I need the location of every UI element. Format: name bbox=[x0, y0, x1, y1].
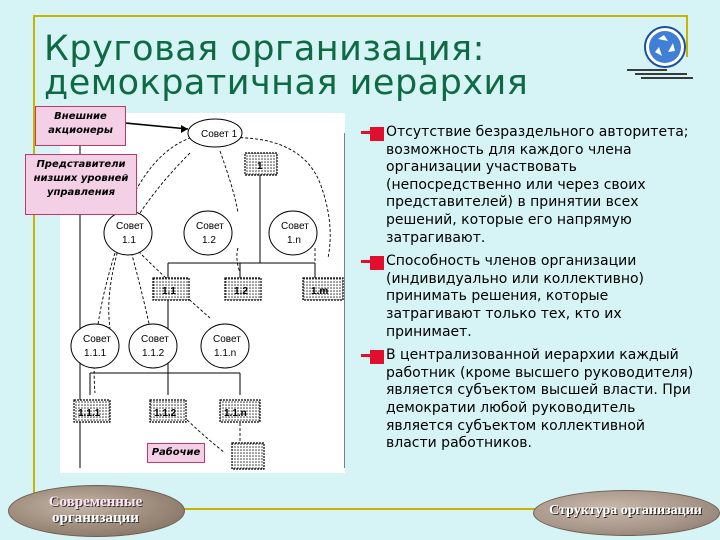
worker-box bbox=[231, 442, 265, 470]
bullet-text: Отсутствие безраздельного авторитета; во… bbox=[386, 124, 689, 246]
external-shareholders-callout: Внешние акционеры bbox=[35, 106, 126, 146]
board-1-n-number: 1.n bbox=[287, 235, 301, 246]
modern-organizations-button[interactable] bbox=[8, 485, 185, 537]
unit-box-1-1-2 bbox=[149, 399, 187, 423]
bullet-text: В централизованной иерархии каждый работ… bbox=[386, 347, 694, 452]
unit-box-1-1 bbox=[152, 277, 190, 301]
board-1-label: Совет 1 bbox=[201, 129, 238, 140]
modern-organizations-line-2: организации bbox=[52, 510, 139, 526]
modern-organizations-label[interactable]: Современные организации bbox=[8, 494, 183, 526]
curved-arrow bbox=[219, 137, 331, 259]
unit-box-1-1-n bbox=[219, 399, 261, 423]
unit-box-1-m-label: 1.m bbox=[311, 286, 328, 297]
board-1-2-number: 1.2 bbox=[202, 235, 216, 246]
red-square-bullet-icon bbox=[361, 350, 384, 365]
board-1-1-label: Совет bbox=[116, 221, 144, 232]
recycle-globe-icon bbox=[627, 25, 695, 80]
board-1-2-label: Совет bbox=[196, 221, 224, 232]
curved-arrow bbox=[179, 412, 226, 454]
modern-organizations-line-1: Современные bbox=[48, 494, 143, 510]
bullet-text: Способность членов организации (индивиду… bbox=[386, 253, 645, 340]
board-1-1-2-ellipse bbox=[128, 323, 178, 369]
slide-title-line-2: демократичная иерархия bbox=[44, 63, 529, 103]
unit-box-1-2 bbox=[224, 277, 262, 301]
board-1-1-ellipse bbox=[103, 210, 153, 256]
unit-box-1 bbox=[244, 152, 278, 176]
organization-structure-button[interactable] bbox=[533, 490, 720, 536]
curved-arrow bbox=[219, 150, 239, 214]
slide-title-line-1: Круговая организация: bbox=[44, 29, 485, 69]
board-1-1-n-ellipse bbox=[200, 323, 250, 369]
board-1-1-1-label: Совет bbox=[83, 334, 111, 345]
board-1-1-n-number: 1.1.n bbox=[214, 348, 236, 359]
curved-arrow bbox=[108, 242, 121, 329]
slide-title: Круговая организация: демократичная иера… bbox=[44, 29, 529, 103]
board-1-1-number: 1.1 bbox=[122, 235, 136, 246]
bullet-item: В централизованной иерархии каждый работ… bbox=[355, 347, 700, 453]
curved-arrow bbox=[139, 152, 191, 214]
board-1-n-label: Совет bbox=[281, 221, 309, 232]
unit-box-1-1-n-label: 1.1.n bbox=[224, 408, 247, 419]
workers-callout: Рабочие bbox=[147, 443, 205, 463]
curved-arrow bbox=[236, 247, 241, 274]
board-1-n-ellipse bbox=[268, 210, 318, 256]
curved-arrow bbox=[93, 252, 116, 394]
unit-box-1-2-label: 1.2 bbox=[234, 286, 248, 297]
unit-box-1-m bbox=[302, 277, 344, 301]
board-1-2-ellipse bbox=[183, 210, 233, 256]
organization-structure-label[interactable]: Структура организации bbox=[549, 503, 702, 518]
board-1-ellipse bbox=[187, 118, 243, 148]
lower-level-representatives-callout: Представители низших уровней управления bbox=[25, 154, 137, 215]
red-square-bullet-icon bbox=[361, 127, 384, 141]
frame-top-line bbox=[33, 15, 688, 17]
unit-box-1-1-1-label: 1.1.1 bbox=[78, 408, 101, 419]
unit-box-1-label: 1 bbox=[257, 161, 263, 172]
board-1-1-2-number: 1.1.2 bbox=[142, 348, 165, 359]
bullet-item: Отсутствие безраздельного авторитета; во… bbox=[355, 124, 700, 247]
unit-box-1-1-1 bbox=[73, 399, 111, 423]
unit-box-1-1-2-label: 1.1.2 bbox=[154, 408, 177, 419]
board-1-1-1-ellipse bbox=[70, 323, 120, 369]
red-square-bullet-icon bbox=[361, 256, 384, 271]
board-1-1-n-label: Совет bbox=[213, 334, 241, 345]
curved-arrow bbox=[124, 137, 191, 214]
unit-box-1-1-label: 1.1 bbox=[162, 286, 176, 297]
bullet-list: Отсутствие безраздельного авторитета; во… bbox=[355, 124, 700, 459]
board-1-1-2-label: Совет bbox=[141, 334, 169, 345]
bullet-item: Способность членов организации (индивиду… bbox=[355, 253, 700, 341]
frame-left-line bbox=[33, 15, 35, 510]
shareholder-arrow bbox=[124, 122, 189, 130]
frame-bottom-line bbox=[33, 508, 688, 510]
frame-right-line bbox=[686, 15, 688, 57]
board-1-1-1-number: 1.1.1 bbox=[84, 348, 107, 359]
